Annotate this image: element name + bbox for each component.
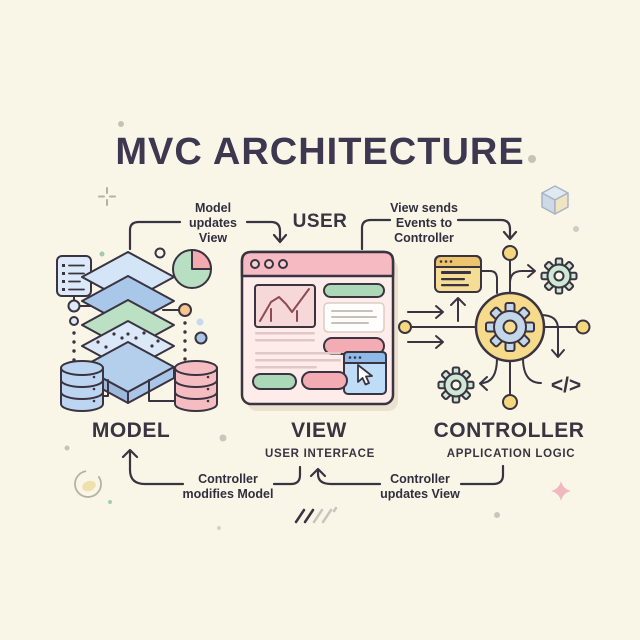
white-card <box>323 302 385 333</box>
swirl-icon <box>74 470 102 498</box>
edge-label-line: updates <box>189 215 237 230</box>
node-circle <box>69 316 79 326</box>
node-circle <box>178 303 192 317</box>
node-circle <box>194 331 208 345</box>
green-pill-button <box>323 283 385 298</box>
model-cluster <box>56 247 218 412</box>
arrow-right-icon <box>527 264 536 278</box>
arrow-down-icon <box>272 233 288 244</box>
view-sublabel: USER INTERFACE <box>264 448 376 460</box>
window-control-dots <box>250 259 288 269</box>
edge-view-sends-events-line <box>360 218 392 251</box>
arrow-right-icon <box>435 305 444 319</box>
decor-dot <box>64 445 70 451</box>
green-pill-button <box>252 373 297 390</box>
decor-dot <box>219 434 227 442</box>
arrow-up-icon <box>309 467 327 478</box>
edge-label-model-updates-view: Model updates View <box>189 201 237 245</box>
edge-label-line: View sends <box>390 201 458 215</box>
user-label: USER <box>292 211 348 232</box>
window-yellow-icon <box>434 255 482 293</box>
edge-label-line: updates View <box>380 486 460 501</box>
controller-cluster: </> <box>398 245 591 410</box>
edge-controller-updates-view-line <box>316 469 382 486</box>
decor-dot <box>108 500 112 504</box>
code-icon: </> <box>551 374 581 397</box>
pie-chart-icon <box>172 249 212 289</box>
gear-small-bottom-icon <box>437 366 475 404</box>
node-circle <box>502 245 518 261</box>
gear-hub-icon <box>474 291 546 363</box>
plus-sparkle-icon <box>98 187 116 206</box>
decor-dot <box>196 318 204 326</box>
line-chart-icon <box>254 284 316 328</box>
edge-model-updates-view-line <box>128 220 182 251</box>
arrow-up-icon <box>121 448 139 459</box>
layers-stack-icon <box>81 251 175 404</box>
arrow-up-icon <box>450 297 466 306</box>
cursor-icon <box>357 364 373 386</box>
decorative-elements <box>64 121 579 530</box>
decor-dot <box>118 121 124 127</box>
decor-dot <box>99 251 105 257</box>
decor-dot <box>494 512 500 518</box>
edge-label-controller-modifies-model: Controller modifies Model <box>183 472 274 502</box>
model-label: MODEL <box>91 419 171 442</box>
small-circle <box>154 247 166 259</box>
edge-label-line: Controller <box>198 472 258 486</box>
view-browser-window <box>240 250 398 411</box>
view-label: VIEW <box>291 419 347 442</box>
arrow-left-icon <box>479 376 488 391</box>
browser-titlebar <box>240 250 395 278</box>
edge-controller-modifies-model-line <box>128 450 185 486</box>
node-circle <box>67 299 81 313</box>
edge-model-updates-view-line <box>245 220 282 243</box>
gear-small-top-icon <box>540 257 578 295</box>
node-circle <box>502 394 518 410</box>
controller-label: CONTROLLER <box>433 419 585 442</box>
edge-controller-modifies-model-line <box>272 465 302 486</box>
database-blue-icon <box>60 360 104 412</box>
decor-dot <box>573 226 579 232</box>
database-pink-icon <box>174 360 218 412</box>
edge-label-line: Model <box>194 201 232 215</box>
pink-pill-button <box>301 371 348 390</box>
edge-label-line: Controller <box>390 472 450 486</box>
edge-label-controller-updates-view: Controller updates View <box>380 472 460 502</box>
arrow-right-icon <box>435 335 444 349</box>
node-circle <box>398 320 412 334</box>
edge-controller-updates-view-line <box>459 464 505 486</box>
sparkle-icon <box>551 481 571 501</box>
page-title: MVC ARCHITECTURE <box>115 131 525 173</box>
edge-label-line: modifies Model <box>182 486 274 501</box>
arrow-down-icon <box>502 230 518 241</box>
edge-label-view-sends-events: View sends Events to Controller <box>390 201 458 245</box>
text-lines <box>255 332 341 369</box>
node-circle <box>575 319 591 335</box>
edge-label-line: View <box>198 230 228 245</box>
controller-sublabel: APPLICATION LOGIC <box>446 448 576 460</box>
decor-dot <box>217 526 221 530</box>
edge-label-line: Events to <box>395 215 453 230</box>
edge-view-sends-events-line <box>456 218 512 240</box>
hatch-marks <box>294 506 338 524</box>
edge-label-line: Controller <box>394 230 454 245</box>
connector-arrows <box>121 218 518 486</box>
cursor-window-icon <box>343 351 387 395</box>
arrow-down-icon <box>551 349 565 358</box>
decor-dot <box>528 155 536 163</box>
cube-icon <box>541 185 569 215</box>
